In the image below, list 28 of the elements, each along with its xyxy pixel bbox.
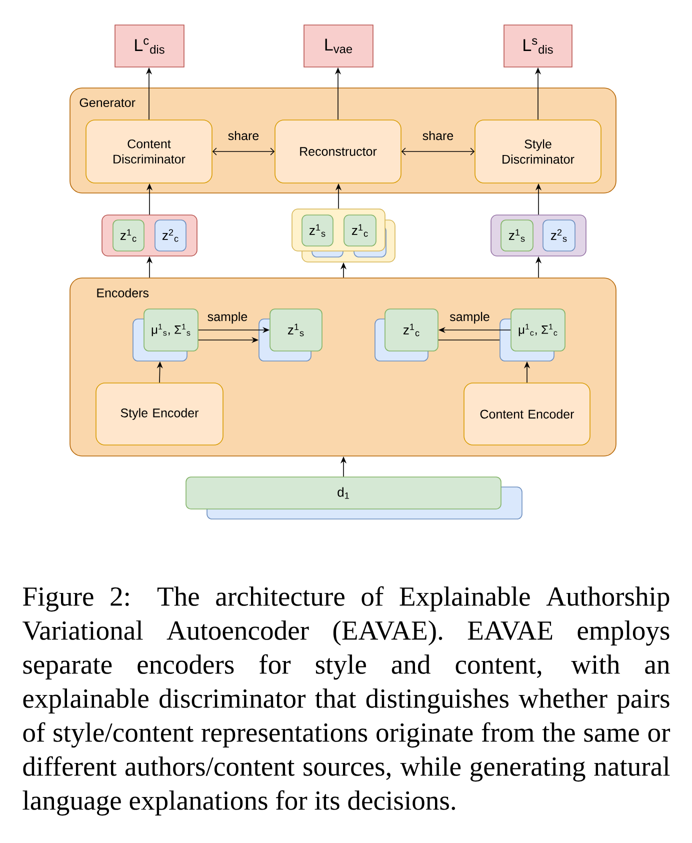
vector-box: z$^{2}$c — [154, 220, 186, 252]
edge-label: sample — [208, 312, 248, 324]
edge-label: share — [228, 130, 259, 140]
process-box: Content Discriminator — [86, 120, 212, 184]
stacked-parameter-box: μ$^{1}$$_{c}$, Σ$^{1}$c — [500, 308, 566, 362]
vector-box: z$^{1}$c — [112, 220, 144, 252]
vector-box: z$^{1}$c — [344, 214, 376, 246]
edge-label: sample — [450, 312, 490, 324]
loss-box: L$^{c}$dis — [114, 24, 184, 68]
loss-box: L$^{s}$dis — [504, 24, 572, 68]
vector-box: z$^{1}$s — [500, 220, 534, 252]
process-box: Reconstructor — [274, 120, 402, 184]
node-label: s — [186, 331, 190, 336]
stacked-input-box: d$_{1}$ — [186, 476, 522, 520]
arrow — [401, 148, 475, 156]
node-label: c — [554, 331, 558, 336]
stacked-vector-box: z$^{1}$s — [258, 308, 322, 362]
process-box: Content Encoder — [464, 382, 590, 446]
loss-box: L$_{vae}$ — [304, 24, 374, 68]
process-box: Style Discriminator — [474, 120, 602, 184]
edge-label: share — [422, 130, 454, 140]
arrow — [212, 148, 275, 156]
figure-caption: Figure 2: The architecture of Explainable Authorship Variational Autoencoder (EAVAE). EAVAE employs separate encoders for style and content, with an explainable discriminator that distinguishes whether pairs of style/content representations originate from the same or different authors/content sources, while generating natural language explanations for its decisions. — [22, 586, 670, 816]
vector-box: z$^{1}$s — [302, 214, 334, 246]
stacked-vector-box: z$^{1}$c — [374, 308, 438, 362]
stacked-parameter-box: μ$^{1}$$_{s}$, Σ$^{1}$s — [132, 308, 198, 362]
process-box: Style Encoder — [96, 382, 224, 446]
vector-box: z$^{2}$s — [542, 220, 576, 252]
